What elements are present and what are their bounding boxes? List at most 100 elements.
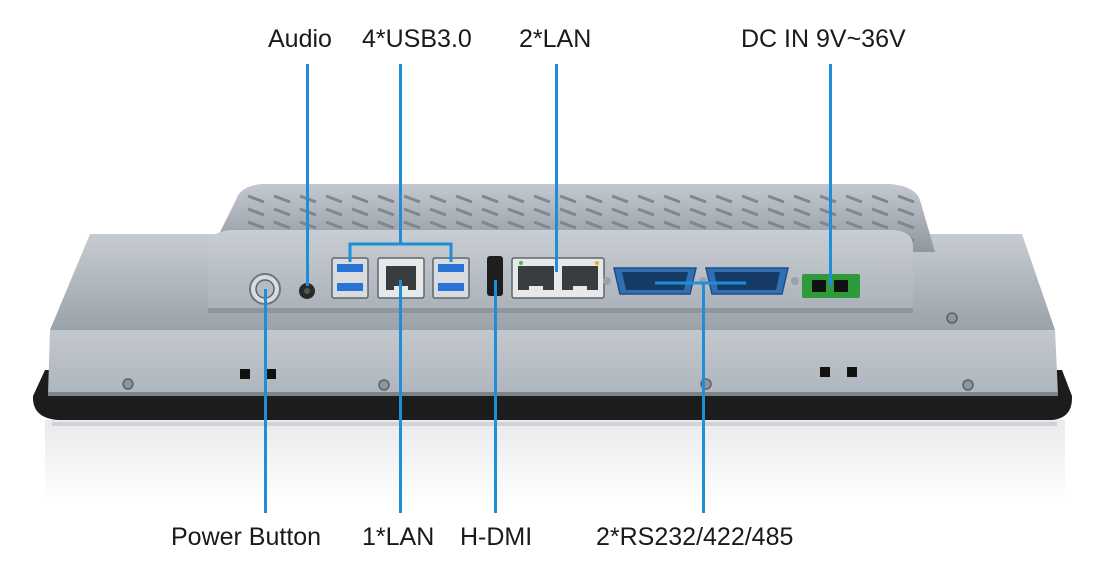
floor-reflection	[45, 420, 1065, 505]
dc-in-label: DC IN 9V~36V	[741, 25, 906, 53]
fin-line	[715, 207, 733, 217]
fin-line	[767, 207, 785, 217]
fin-line	[793, 194, 811, 204]
fin-line	[325, 194, 343, 204]
fin-line	[741, 207, 759, 217]
fin-line	[611, 207, 629, 217]
serial-label: 2*RS232/422/485	[596, 523, 794, 551]
lan2-leader-line	[555, 64, 558, 272]
fin-line	[819, 220, 837, 230]
fin-line	[273, 220, 291, 230]
fin-line	[507, 207, 525, 217]
fin-line	[897, 207, 915, 217]
serial-leader-line	[702, 283, 705, 513]
fin-line	[585, 207, 603, 217]
fin-line	[247, 220, 265, 230]
fin-line	[689, 220, 707, 230]
fin-line	[871, 207, 889, 217]
fin-line	[767, 194, 785, 204]
dc-terminal-block	[802, 274, 860, 298]
fin-line	[767, 220, 785, 230]
fin-line	[403, 220, 421, 230]
fin-line	[429, 194, 447, 204]
fin-line	[845, 220, 863, 230]
audio-leader-line	[306, 64, 309, 286]
fin-line	[741, 194, 759, 204]
hdmi-port	[487, 256, 503, 296]
lan2-label: 2*LAN	[519, 25, 592, 53]
fin-line	[663, 194, 681, 204]
fin-line	[455, 220, 473, 230]
rear-panel-side	[48, 330, 1058, 395]
fin-line	[819, 194, 837, 204]
fin-line	[533, 207, 551, 217]
fin-line	[377, 207, 395, 217]
fin-line	[559, 207, 577, 217]
fin-line	[793, 220, 811, 230]
fin-line	[351, 207, 369, 217]
fin-line	[273, 207, 291, 217]
fin-line	[897, 220, 915, 230]
fin-line	[559, 220, 577, 230]
fin-line	[637, 194, 655, 204]
dc-in-leader-line	[829, 64, 832, 286]
fin-line	[689, 207, 707, 217]
fin-line	[689, 194, 707, 204]
fin-line	[741, 220, 759, 230]
fin-line	[247, 194, 265, 204]
fin-line	[325, 220, 343, 230]
fin-line	[663, 220, 681, 230]
audio-label: Audio	[268, 25, 332, 53]
fin-line	[325, 207, 343, 217]
fin-line	[403, 194, 421, 204]
lan1-label: 1*LAN	[362, 523, 435, 551]
fin-line	[533, 220, 551, 230]
fin-line	[351, 220, 369, 230]
fin-line	[611, 220, 629, 230]
fin-line	[715, 194, 733, 204]
fin-line	[481, 194, 499, 204]
fin-line	[377, 194, 395, 204]
fin-line	[715, 220, 733, 230]
fin-line	[637, 207, 655, 217]
fin-line	[403, 207, 421, 217]
fin-line	[247, 207, 265, 217]
lan-port-single	[377, 257, 425, 299]
usb-label: 4*USB3.0	[362, 25, 472, 53]
fin-line	[663, 207, 681, 217]
fin-line	[455, 194, 473, 204]
hdmi-leader-line	[494, 280, 497, 513]
fin-line	[611, 194, 629, 204]
fin-line	[871, 220, 889, 230]
fin-line	[507, 194, 525, 204]
fin-line	[507, 220, 525, 230]
screws	[122, 312, 974, 391]
fin-line	[559, 194, 577, 204]
fin-line	[845, 194, 863, 204]
fin-line	[533, 194, 551, 204]
power-leader-line	[264, 289, 267, 513]
usb-leader-line	[399, 64, 402, 245]
fin-line	[585, 194, 603, 204]
fin-line	[819, 207, 837, 217]
fin-line	[481, 207, 499, 217]
power-button-label: Power Button	[171, 523, 322, 551]
fin-line	[637, 220, 655, 230]
fin-line	[793, 207, 811, 217]
fin-line	[845, 207, 863, 217]
fin-line	[273, 194, 291, 204]
serial-ports	[603, 267, 799, 295]
fin-line	[871, 194, 889, 204]
fin-line	[897, 194, 915, 204]
lan1-leader-line	[399, 280, 402, 513]
fin-line	[429, 220, 447, 230]
fin-line	[585, 220, 603, 230]
hdmi-label: H-DMI	[460, 523, 533, 551]
fin-line	[455, 207, 473, 217]
fin-line	[429, 207, 447, 217]
fin-line	[481, 220, 499, 230]
vent-slots	[240, 367, 857, 379]
audio-jack	[299, 283, 315, 299]
fin-line	[377, 220, 395, 230]
